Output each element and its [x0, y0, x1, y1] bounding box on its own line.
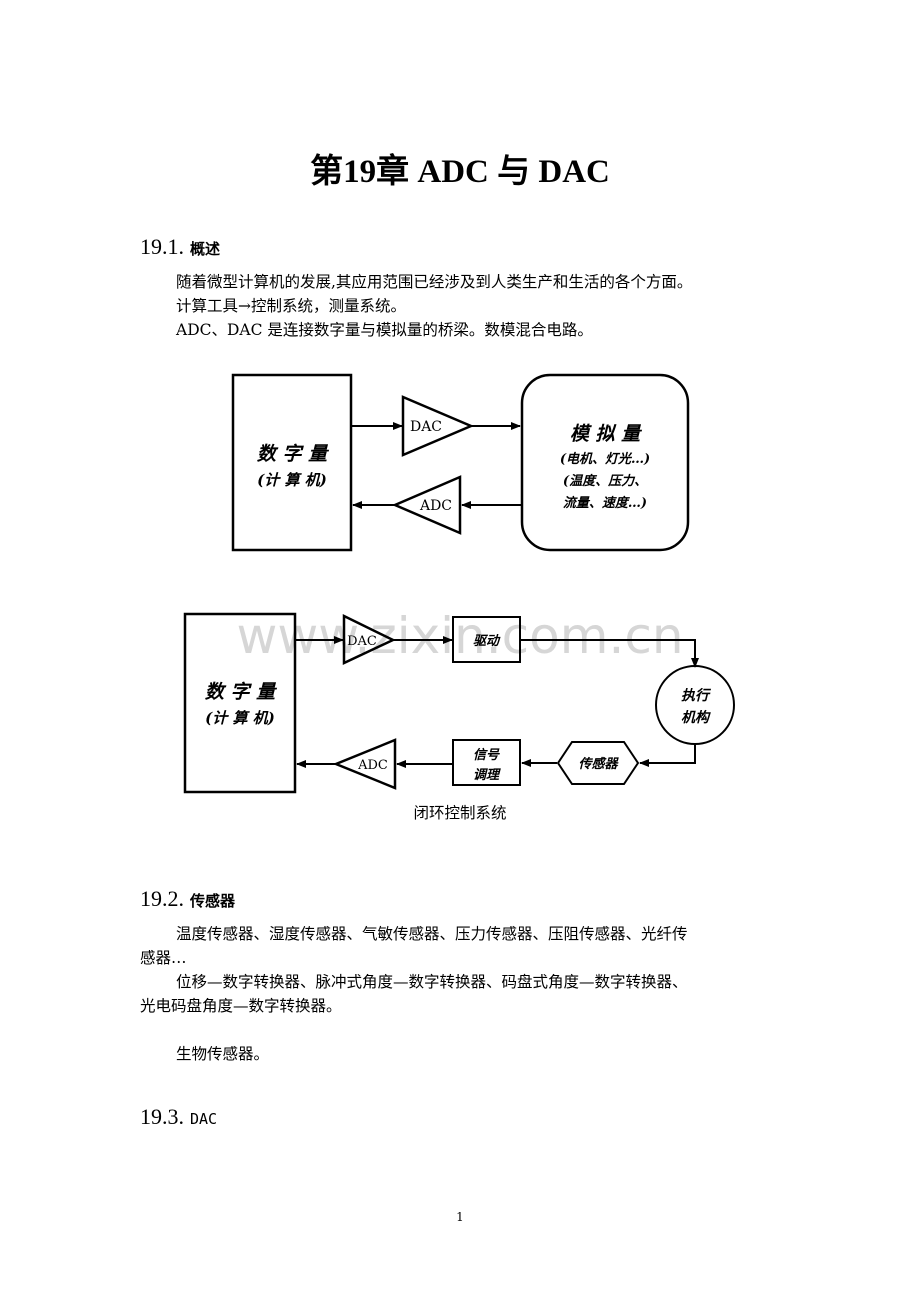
signal-conditioning-label: 调理 — [473, 768, 501, 783]
digital-box-label: 数 字 量 — [205, 681, 277, 703]
adc-triangle — [332, 738, 397, 790]
actuator-circle — [655, 665, 735, 745]
diagram-closed-loop: 数 字 量 (计 算 机) DAC 驱动 执行 机构 传感器 信号 调理 ADC — [183, 612, 735, 794]
sensor-label: 传感器 — [578, 756, 619, 772]
analog-box-line: (电机、灯光…) — [560, 451, 650, 467]
driver-label: 驱动 — [473, 634, 501, 649]
signal-conditioning-label: 信号 — [473, 747, 500, 763]
paragraph: 温度传感器、湿度传感器、气敏传感器、压力传感器、压阻传感器、光纤传 — [176, 925, 688, 943]
arrow — [520, 639, 699, 668]
section-heading-19-1: 19.1. 概述 — [140, 234, 220, 260]
digital-box-label: 数 字 量 — [257, 443, 329, 465]
digital-box — [183, 612, 297, 794]
signal-conditioning-box — [452, 739, 521, 786]
adc-triangle — [391, 475, 462, 535]
paragraph: 感器… — [140, 949, 187, 967]
figure-caption: 闭环控制系统 — [413, 804, 507, 822]
analog-box-line: 流量、速度…) — [563, 495, 647, 511]
watermark: www.zixin.com.cn — [236, 607, 683, 665]
dac-label: DAC — [410, 419, 442, 435]
digital-box — [231, 373, 353, 552]
analog-box-line: (温度、压力、 — [563, 473, 647, 489]
adc-label: ADC — [357, 758, 388, 773]
section-heading-19-2: 19.2. 传感器 — [140, 886, 235, 912]
dac-label: DAC — [347, 634, 377, 649]
sensor-hexagon — [556, 741, 640, 785]
paragraph: 位移—数字转换器、脉冲式角度—数字转换器、码盘式角度—数字转换器、 — [176, 973, 688, 991]
paragraph: ADC、DAC 是连接数字量与模拟量的桥梁。数模混合电路。 — [176, 321, 593, 339]
page-title: 第19章 ADC 与 DAC — [310, 154, 610, 190]
paragraph: 随着微型计算机的发展,其应用范围已经涉及到人类生产和生活的各个方面。 — [176, 273, 693, 291]
analog-box-label: 模 拟 量 — [570, 423, 642, 445]
actuator-label: 机构 — [681, 709, 711, 726]
page-number: 1 — [456, 1210, 464, 1224]
section-heading-19-3: 19.3. DAC — [140, 1104, 217, 1130]
paragraph: 光电码盘角度—数字转换器。 — [140, 997, 342, 1015]
paragraph: 计算工具→控制系统，测量系统。 — [176, 297, 406, 315]
digital-box-sublabel: (计 算 机) — [205, 709, 275, 727]
adc-label: ADC — [419, 498, 452, 514]
section-number: 19.3. — [140, 1104, 184, 1129]
paragraph: 生物传感器。 — [176, 1045, 270, 1063]
section-number: 19.1. — [140, 234, 184, 259]
section-number: 19.2. — [140, 886, 184, 911]
section-title: 传感器 — [190, 892, 236, 910]
section-title: DAC — [190, 1110, 218, 1128]
section-title: 概述 — [190, 240, 221, 258]
arrow — [639, 744, 696, 767]
digital-box-sublabel: (计 算 机) — [257, 471, 327, 489]
analog-box — [520, 373, 690, 552]
diagram-digital-analog: 数 字 量 (计 算 机) DAC 模 拟 量 (电机、灯光…) (温度、压力、… — [231, 373, 690, 552]
dac-triangle — [401, 395, 475, 457]
actuator-label: 执行 — [681, 687, 712, 704]
dac-triangle — [342, 613, 396, 665]
